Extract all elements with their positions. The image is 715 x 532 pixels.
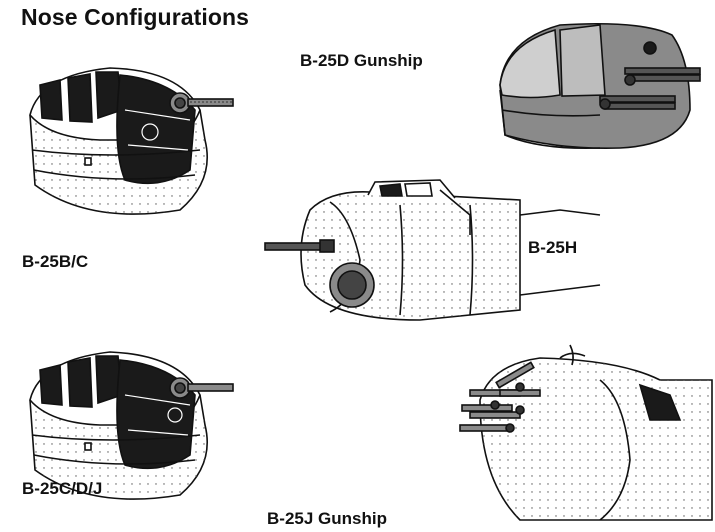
label-b25d-gunship: B-25D Gunship	[300, 51, 423, 70]
b25h-nose-drawing	[264, 179, 601, 321]
b25bc-nose-drawing	[29, 67, 234, 215]
label-b25bc: B-25B/C	[22, 252, 89, 271]
label-b25h: B-25H	[528, 238, 578, 257]
b25d-gunship-nose-drawing	[499, 22, 701, 150]
b25j-gunship-nose-drawing	[459, 344, 713, 521]
b25cdj-nose-drawing	[29, 351, 234, 500]
page-title: Nose Configurations	[21, 4, 250, 30]
label-b25j-gunship: B-25J Gunship	[267, 509, 387, 528]
label-b25cdj: B-25C/D/J	[22, 479, 103, 498]
